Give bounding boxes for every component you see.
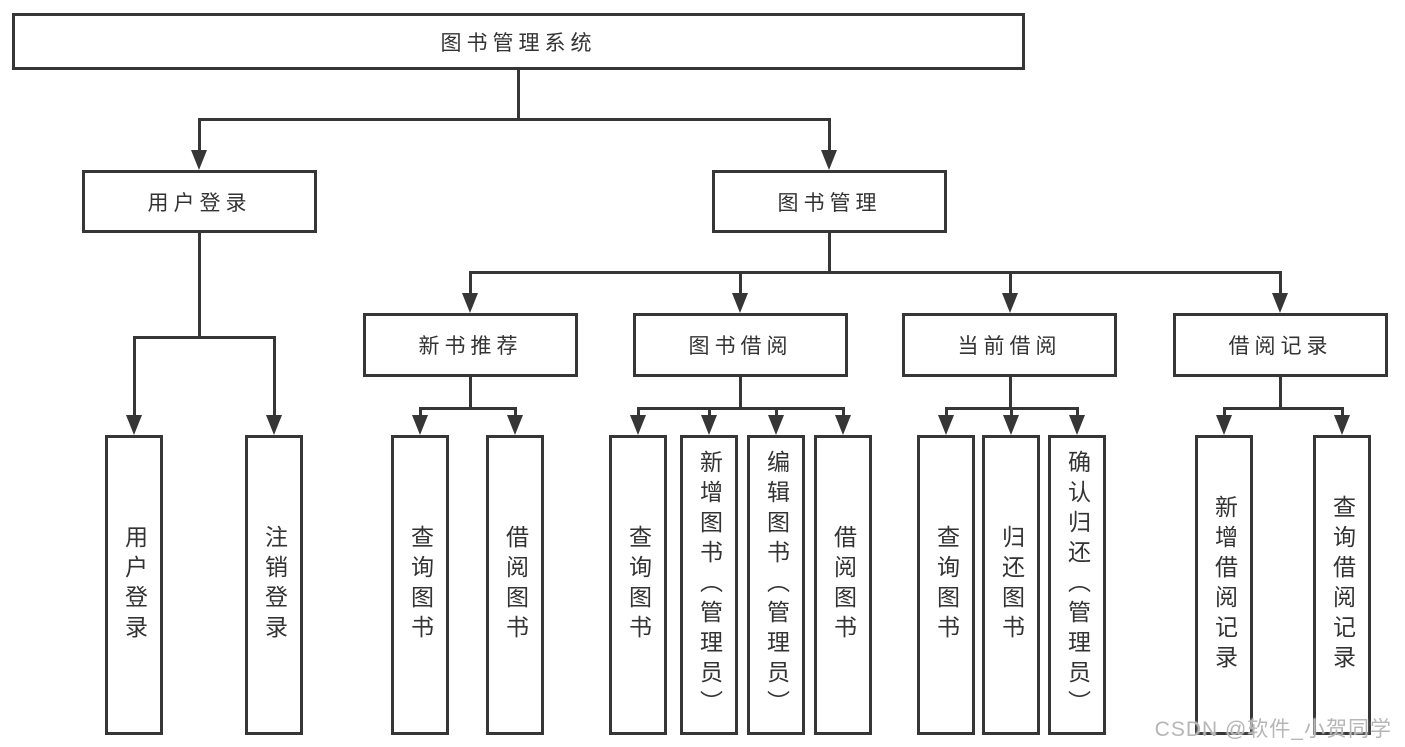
arrowhead-down [191, 150, 207, 170]
leaf-current-query-books: 查询图书 [917, 435, 975, 735]
arrowhead-down [938, 415, 954, 435]
connector-root-stem [516, 70, 520, 118]
connector-stem-leaf [1340, 407, 1344, 415]
node-label: 图书管理系统 [440, 31, 597, 55]
arrowhead-down [1069, 415, 1085, 435]
connector-user-stem [197, 233, 201, 336]
connector-group-stem [1008, 377, 1012, 407]
connector-stem-leaf [418, 407, 422, 415]
connector-leafbar-records [1222, 407, 1344, 410]
leaf-label: 查询图书 [407, 525, 434, 645]
connector-groups-bar [468, 271, 1282, 274]
node-user-login: 用户登录 [82, 170, 317, 233]
leaf-current-return-books: 归还图书 [982, 435, 1040, 735]
arrowhead-down [1002, 293, 1018, 313]
node-book-borrow: 图书借阅 [633, 313, 848, 377]
node-borrow-records: 借阅记录 [1173, 313, 1388, 377]
leaf-label: 新增图书（管理员） [696, 450, 723, 720]
connector-leafbar-recommend [418, 407, 517, 410]
connector-stem-leaf [841, 407, 845, 415]
leaf-label: 用户登录 [121, 525, 148, 645]
leaf-label: 查询图书 [933, 525, 960, 645]
arrowhead-down [412, 415, 428, 435]
node-label: 新书推荐 [418, 335, 523, 358]
leaf-records-add-borrow-record: 新增借阅记录 [1195, 435, 1253, 735]
connector-leafbar-borrow [636, 407, 845, 410]
leaf-label: 注销登录 [261, 525, 288, 645]
arrowhead-down [821, 150, 837, 170]
arrowhead-down [1216, 415, 1232, 435]
connector-stem-leaf [1075, 407, 1079, 415]
arrowhead-down [768, 415, 784, 435]
arrowhead-down [266, 415, 282, 435]
node-book-management: 图书管理 [712, 170, 947, 233]
connector-group-stem [738, 377, 742, 407]
connector-stem-group [738, 271, 742, 293]
connector-stem-group [1008, 271, 1012, 293]
leaf-label: 新增借阅记录 [1211, 495, 1238, 675]
connector-stem-leaf [132, 336, 136, 415]
arrowhead-down [507, 415, 523, 435]
node-label: 当前借阅 [957, 335, 1062, 358]
leaf-user-login: 用户登录 [105, 435, 163, 735]
leaf-label: 查询图书 [625, 525, 652, 645]
arrowhead-down [1334, 415, 1350, 435]
node-label: 图书借阅 [688, 335, 793, 358]
node-new-book-recommend: 新书推荐 [363, 313, 578, 377]
connector-stem-user-login [197, 118, 201, 150]
connector-stem-leaf [1009, 407, 1013, 415]
connector-level1-bar [197, 118, 831, 121]
connector-stem-leaf [1222, 407, 1226, 415]
connector-book-stem [827, 233, 831, 271]
connector-group-stem [1278, 377, 1282, 407]
node-label: 图书管理 [777, 191, 882, 215]
arrowhead-down [126, 415, 142, 435]
connector-stem-group [1278, 271, 1282, 293]
leaf-recommend-borrow-books: 借阅图书 [486, 435, 544, 735]
arrowhead-down [732, 293, 748, 313]
arrowhead-down [462, 293, 478, 313]
leaf-current-confirm-return-admin: 确认归还（管理员） [1048, 435, 1106, 735]
leaf-label: 归还图书 [998, 525, 1025, 645]
leaf-borrow-borrow-books: 借阅图书 [814, 435, 872, 735]
arrowhead-down [630, 415, 646, 435]
leaf-label: 查询借阅记录 [1329, 495, 1356, 675]
node-current-borrow: 当前借阅 [902, 313, 1117, 377]
leaf-label: 编辑图书（管理员） [763, 450, 790, 720]
leaf-borrow-query-books: 查询图书 [609, 435, 667, 735]
connector-stem-leaf [272, 336, 276, 415]
leaf-borrow-edit-books-admin: 编辑图书（管理员） [747, 435, 805, 735]
leaf-label: 借阅图书 [830, 525, 857, 645]
connector-stem-leaf [774, 407, 778, 415]
connector-group-stem [468, 377, 472, 407]
arrowhead-down [1272, 293, 1288, 313]
leaf-label: 确认归还（管理员） [1064, 450, 1091, 720]
leaf-logout: 注销登录 [245, 435, 303, 735]
connector-user-bar [132, 336, 276, 339]
node-label: 用户登录 [147, 191, 252, 215]
leaf-recommend-query-books: 查询图书 [391, 435, 449, 735]
connector-stem-leaf [707, 407, 711, 415]
leaf-borrow-add-books-admin: 新增图书（管理员） [680, 435, 738, 735]
arrowhead-down [1003, 415, 1019, 435]
leaf-records-query-borrow-record: 查询借阅记录 [1313, 435, 1371, 735]
node-label: 借阅记录 [1228, 335, 1333, 358]
csdn-watermark: CSDN @软件_小贺同学 [1154, 718, 1392, 741]
connector-stem-leaf [636, 407, 640, 415]
arrowhead-down [835, 415, 851, 435]
connector-stem-leaf [513, 407, 517, 415]
arrowhead-down [701, 415, 717, 435]
connector-stem-leaf [944, 407, 948, 415]
node-library-system: 图书管理系统 [12, 13, 1025, 70]
connector-stem-book-mgmt [827, 118, 831, 150]
leaf-label: 借阅图书 [502, 525, 529, 645]
connector-stem-group [468, 271, 472, 293]
